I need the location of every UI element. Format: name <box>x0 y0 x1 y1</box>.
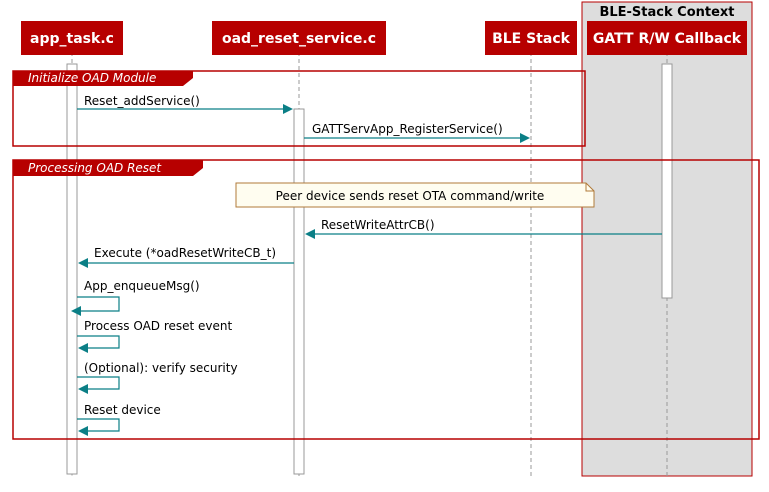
participant-label-app: app_task.c <box>30 31 114 47</box>
message-arrowhead <box>78 258 88 268</box>
message-arrowhead <box>78 426 88 436</box>
participant-label-gatt: GATT R/W Callback <box>593 31 742 47</box>
message-process-reset-event: Process OAD reset event <box>77 319 233 353</box>
message-register-service: GATTServApp_RegisterService() <box>304 122 530 143</box>
group-tab-processing <box>13 160 203 176</box>
note-text: Peer device sends reset OTA command/writ… <box>276 189 545 203</box>
message-verify-security: (Optional): verify security <box>77 361 238 394</box>
message-arrowhead <box>71 306 81 316</box>
message-reset-addservice: Reset_addService() <box>77 94 293 114</box>
message-label: Execute (*oadResetWriteCB_t) <box>94 246 276 260</box>
message-label: Reset device <box>84 403 161 417</box>
participant-oad: oad_reset_service.c <box>212 21 386 55</box>
note-box <box>235 182 595 208</box>
group-processing: Processing OAD Reset <box>12 159 760 440</box>
message-label: ResetWriteAttrCB() <box>321 218 435 232</box>
message-label: Reset_addService() <box>84 94 200 108</box>
message-label: GATTServApp_RegisterService() <box>312 122 503 136</box>
messages: Reset_addService() GATTServApp_RegisterS… <box>71 94 662 436</box>
message-label: Process OAD reset event <box>84 319 233 333</box>
note: Peer device sends reset OTA command/writ… <box>235 182 595 208</box>
group-frame-initialize <box>12 70 586 147</box>
message-arrow <box>77 376 120 390</box>
message-arrowhead <box>78 384 88 394</box>
message-arrowhead <box>78 343 88 353</box>
message-execute-callback: Execute (*oadResetWriteCB_t) <box>78 246 294 268</box>
message-label: App_enqueueMsg() <box>84 279 200 293</box>
message-arrowhead <box>283 104 293 114</box>
participant-ble: BLE Stack <box>485 21 577 55</box>
participant-head-ble <box>485 21 577 55</box>
message-arrowhead <box>520 133 530 143</box>
participant-label-oad: oad_reset_service.c <box>222 31 376 47</box>
message-arrow <box>77 418 120 432</box>
message-arrow <box>77 296 120 312</box>
participant-label-ble: BLE Stack <box>492 31 571 47</box>
lifelines <box>71 52 668 476</box>
group-tab-initialize <box>13 71 193 86</box>
message-reset-write-attr-cb: ResetWriteAttrCB() <box>305 218 662 239</box>
participant-gatt: GATT R/W Callback <box>587 21 747 55</box>
message-label: (Optional): verify security <box>84 361 238 375</box>
note-fold <box>585 183 594 192</box>
group-initialize: Initialize OAD Module <box>12 70 586 147</box>
message-arrow <box>77 335 120 349</box>
participant-head-app <box>21 21 123 55</box>
participant-head-oad <box>212 21 386 55</box>
activation-oad <box>293 108 305 475</box>
message-arrowhead <box>305 229 315 239</box>
activation-bars <box>66 63 673 475</box>
participant-head-gatt <box>587 21 747 55</box>
context-box-title: BLE-Stack Context <box>599 5 734 20</box>
group-label-processing: Processing OAD Reset <box>28 161 162 175</box>
group-frame-processing <box>12 159 760 440</box>
group-label-initialize: Initialize OAD Module <box>28 71 156 85</box>
participant-app: app_task.c <box>21 21 123 55</box>
activation-gatt <box>661 63 673 299</box>
message-enqueue-msg: App_enqueueMsg() <box>71 279 200 316</box>
message-reset-device: Reset device <box>77 403 161 436</box>
activation-app <box>66 63 78 475</box>
